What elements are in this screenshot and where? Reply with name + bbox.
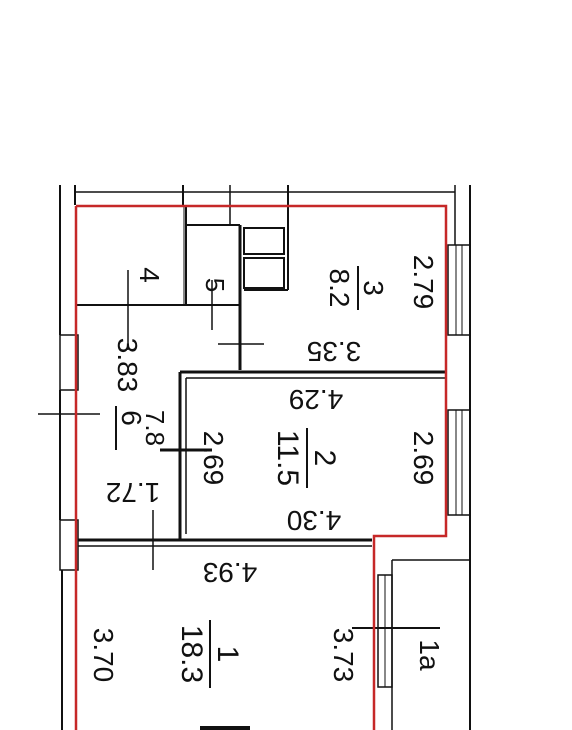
room-number-4: 4: [134, 267, 165, 283]
dim-room1-left: 3.70: [88, 628, 119, 683]
dim-room2-top: 4.29: [289, 384, 344, 415]
dim-room6-width: 1.72: [106, 477, 161, 508]
walls: [59, 185, 471, 730]
bottom-cutoff-mark: [200, 726, 250, 730]
room-number-1: 1: [211, 646, 244, 663]
room-number-6: 6: [116, 410, 147, 426]
dim-room3-bottom: 3.35: [307, 336, 362, 367]
dim-room1-right: 3.73: [328, 628, 359, 683]
room-area-3: 8.2: [324, 269, 355, 308]
room-number-1a: 1a: [414, 639, 445, 671]
apartment-outline: [74, 204, 448, 730]
dim-room6-height: 3.83: [112, 338, 143, 393]
dim-room2-bottom: 4.30: [287, 505, 342, 536]
room-area-2: 11.5: [271, 430, 304, 486]
room-number-5: 5: [200, 278, 230, 292]
room-label-6: 6 7.8: [115, 406, 170, 450]
dim-room3-right: 2.79: [408, 255, 439, 310]
dimension-lines: [38, 270, 440, 629]
dim-room2-right: 2.69: [408, 431, 439, 486]
dim-room2-left: 2.69: [198, 431, 229, 486]
outline-path: [74, 204, 448, 730]
room-area-1: 18.3: [175, 625, 208, 683]
room-number-2: 2: [308, 450, 341, 467]
room-area-6: 7.8: [140, 410, 170, 446]
dim-room1-top: 4.93: [203, 557, 258, 588]
room-label-1: 1 18.3: [175, 620, 244, 688]
room-label-2: 2 11.5: [271, 428, 341, 488]
room-label-3: 3 8.2: [324, 266, 389, 310]
room-number-3: 3: [358, 280, 389, 296]
